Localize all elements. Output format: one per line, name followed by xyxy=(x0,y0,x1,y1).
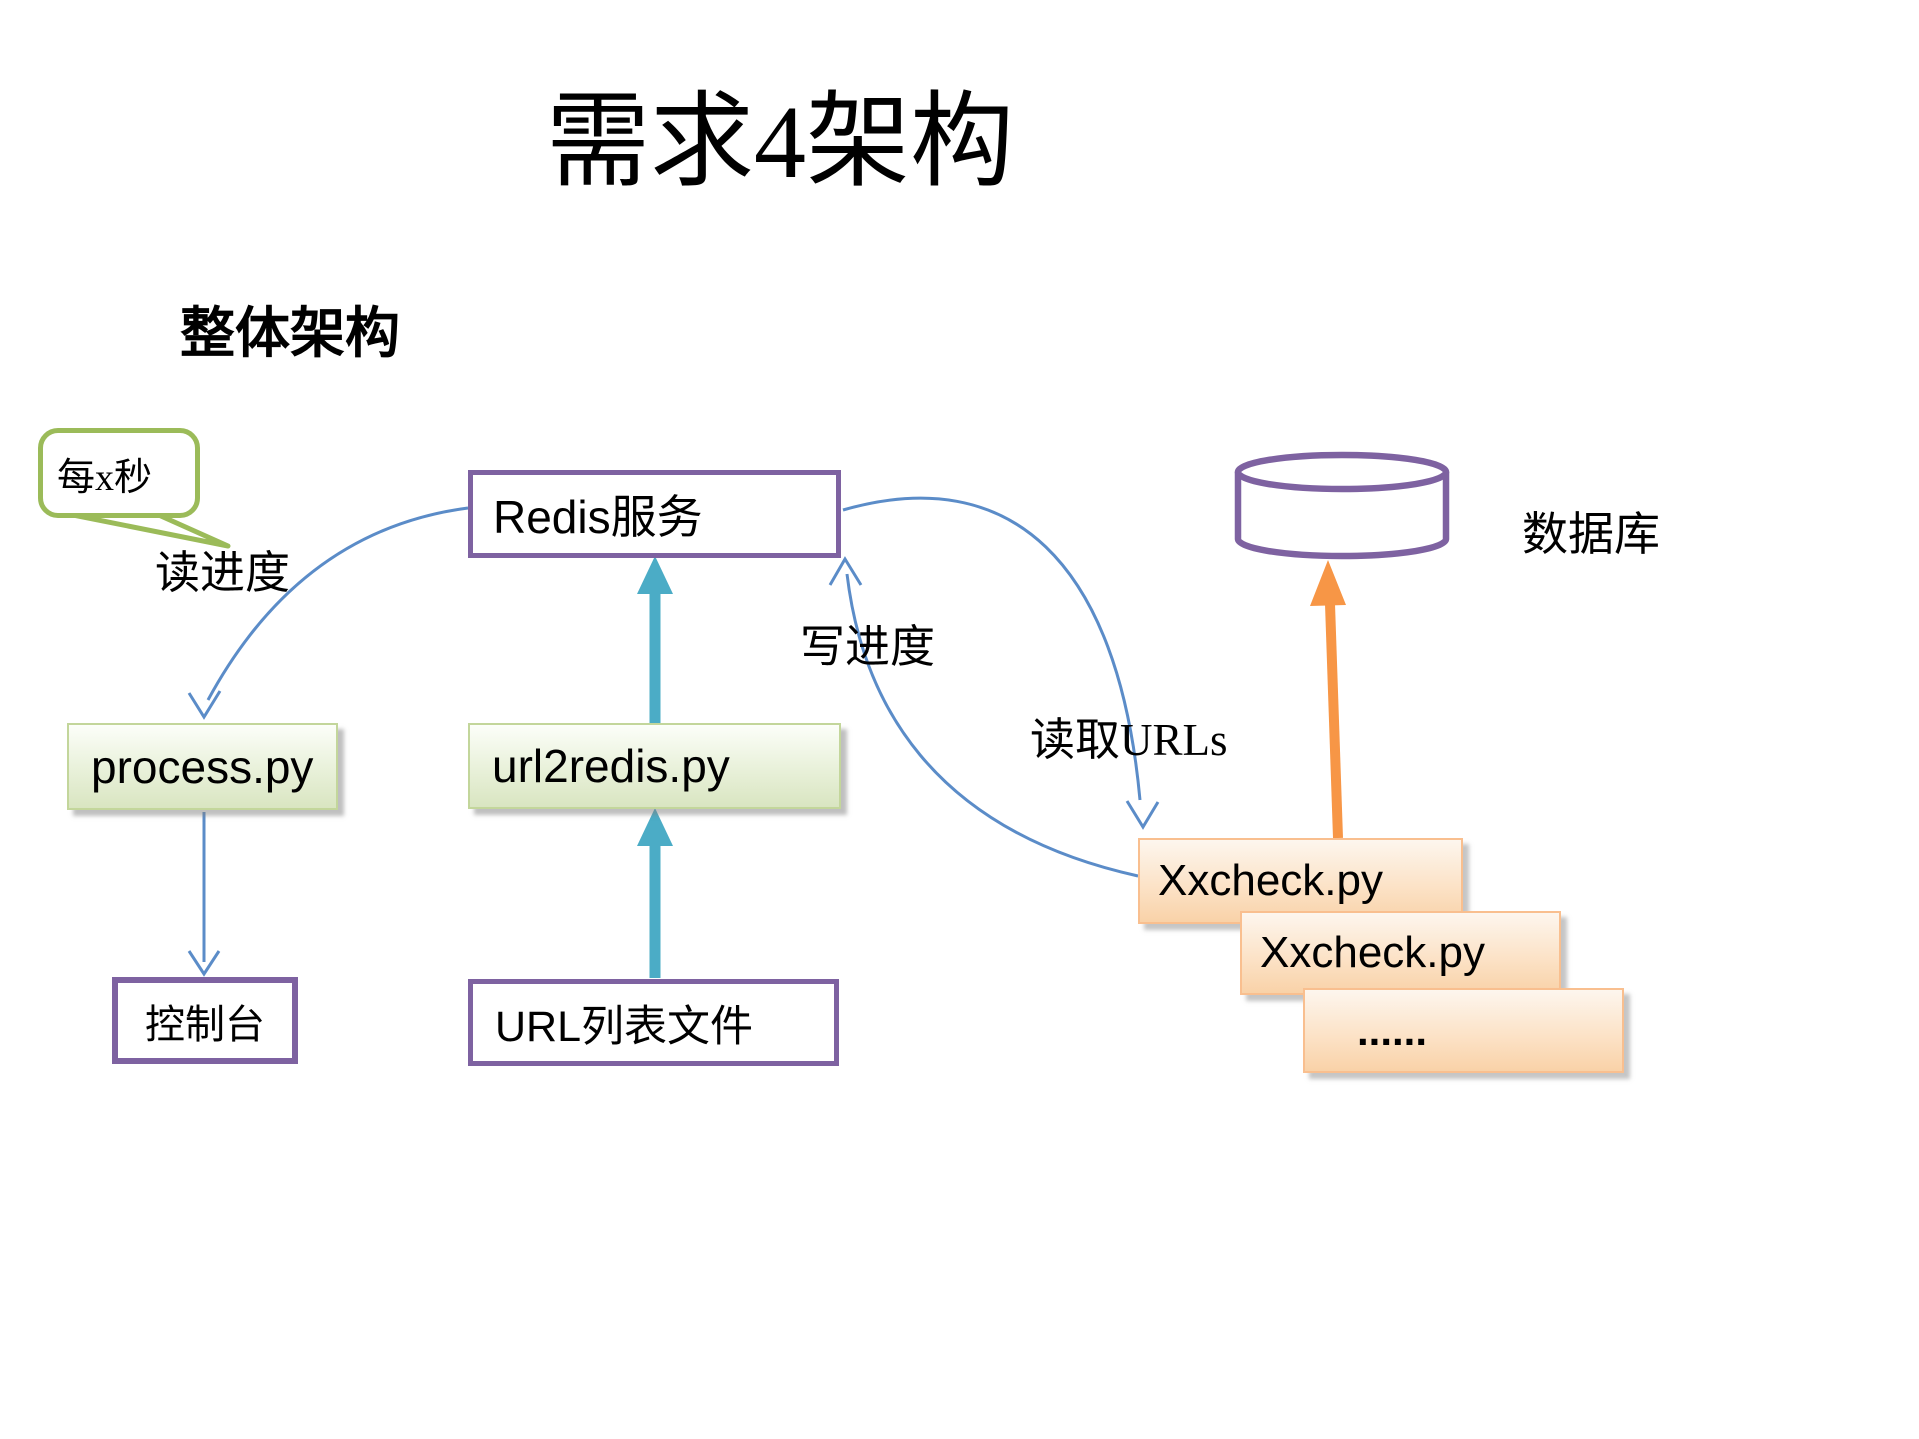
arrow-process-to-console xyxy=(187,812,221,977)
xxcheck-py-box-1: Xxcheck.py xyxy=(1138,838,1463,924)
xxcheck-py-box-2: Xxcheck.py xyxy=(1240,911,1561,995)
xxcheck-py-box-3-ellipsis: ...... xyxy=(1303,988,1624,1073)
arrow-urllist-to-url2redis xyxy=(637,808,673,978)
edge-label-read-urls: 读取URLs xyxy=(1030,715,1228,765)
slide-title: 需求4架构 xyxy=(545,85,1014,200)
arrow-url2redis-to-redis xyxy=(637,556,673,723)
arrow-xxcheck-to-database xyxy=(1310,560,1346,839)
redis-service-box: Redis服务 xyxy=(468,470,841,558)
callout-bubble-every-x-seconds: 每x秒 xyxy=(38,428,200,518)
database-cylinder-icon xyxy=(1234,451,1450,560)
url2redis-py-label: url2redis.py xyxy=(492,740,730,792)
process-py-label: process.py xyxy=(91,740,314,793)
edge-label-write-progress: 写进度 xyxy=(800,622,936,672)
xxcheck-py-label-2: Xxcheck.py xyxy=(1260,928,1485,977)
url-list-file-box: URL列表文件 xyxy=(468,979,839,1066)
database-label: 数据库 xyxy=(1522,509,1660,560)
xxcheck-py-label-3: ...... xyxy=(1357,1006,1428,1054)
callout-label: 每x秒 xyxy=(57,456,153,499)
section-heading: 整体架构 xyxy=(180,303,401,364)
xxcheck-py-label-1: Xxcheck.py xyxy=(1158,856,1383,905)
edge-label-read-progress: 读进度 xyxy=(155,548,291,598)
redis-service-label: Redis服务 xyxy=(493,491,703,543)
console-label: 控制台 xyxy=(145,1001,265,1047)
url-list-file-label: URL列表文件 xyxy=(495,1002,754,1051)
console-box: 控制台 xyxy=(112,977,298,1064)
url2redis-py-box: url2redis.py xyxy=(468,723,841,809)
process-py-box: process.py xyxy=(67,723,338,810)
